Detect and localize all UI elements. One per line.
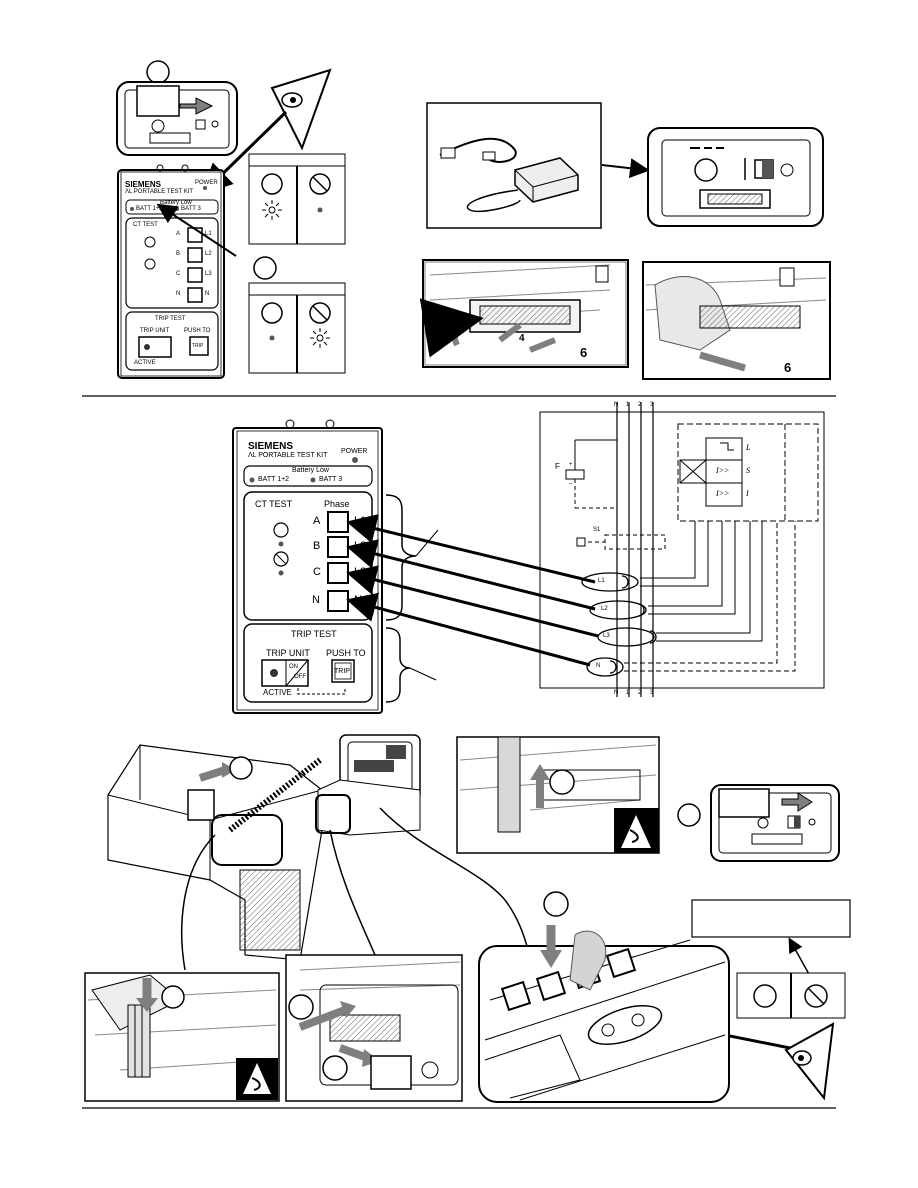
power-supply-illustration	[426, 102, 602, 229]
schematic-trip-l: L	[746, 443, 751, 452]
kit-on-breaker	[315, 734, 421, 836]
kit-small-trip-button: TRIP	[192, 343, 204, 349]
indicator-box-bottom	[736, 972, 846, 1019]
step-circle	[229, 756, 253, 780]
schematic-minus: –	[569, 481, 573, 487]
kit-small-ct-test: CT TEST	[133, 222, 158, 228]
schematic-top-n: N	[614, 402, 619, 408]
kit-small-phase-n: N	[176, 291, 181, 297]
schematic-top-3: 3	[650, 402, 654, 408]
photo-step-number-right: 6	[784, 360, 792, 375]
kit-batt2: BATT 3	[319, 476, 343, 483]
kit-code-l3: L3	[354, 566, 367, 578]
kit-small-batt2: BATT 3	[181, 206, 201, 212]
cable-connect-photo	[285, 954, 463, 1102]
kit-small-power: POWER	[195, 180, 218, 186]
schematic-trip-ii-2: I>>	[716, 489, 730, 498]
trip-test-brace	[385, 627, 411, 703]
schematic-bottom-2: 2	[638, 690, 642, 696]
kit-model: ɅL PORTABLE TEST KIT	[248, 452, 328, 459]
schematic-trip-i: I	[746, 489, 749, 498]
kit-trip-test-label: TRIP TEST	[291, 629, 337, 639]
kit-small-battery-low: Battery Low	[160, 200, 192, 206]
schematic-trip-ii-1: I>>	[716, 466, 730, 475]
kit-batt1: BATT 1+2	[258, 476, 290, 483]
schematic-ct-l3: L3	[603, 633, 610, 639]
kit-small-active: ACTIVE	[134, 360, 156, 366]
kit-phase-a: A	[313, 515, 321, 527]
ct-connection-arrows	[346, 514, 599, 667]
kit-off-label: OFF	[294, 674, 306, 680]
kit-battery-low: Battery Low	[292, 467, 329, 474]
kit-small-code-l3: L3	[205, 271, 212, 277]
kit-power-label: POWER	[341, 448, 368, 455]
connector-pull-photo	[456, 736, 660, 854]
schematic-top-1: 1	[626, 402, 630, 408]
kit-small-phase-a: A	[176, 231, 181, 237]
kit-code-l1: L1	[354, 515, 367, 527]
kit-code-n: N	[354, 594, 362, 606]
kit-code-l2: L2	[354, 540, 367, 552]
kit-phase-b: B	[313, 540, 321, 552]
indicator-box-second	[248, 256, 346, 374]
kit-on-label: ON	[289, 664, 298, 670]
schematic-bottom-n: N	[614, 690, 619, 696]
schematic-top-2: 2	[638, 402, 642, 408]
indicator-box-lit	[248, 153, 346, 245]
schematic-ct-l1: L1	[598, 578, 605, 584]
kit-small-trip-unit: TRIP UNIT	[140, 328, 170, 334]
wiring-schematic	[539, 402, 825, 697]
arrow-number-2: 2	[452, 309, 460, 324]
module-top-right	[647, 127, 824, 227]
kit-small-code-l2: L2	[205, 251, 212, 257]
eye-icon	[270, 68, 332, 151]
top-module-callout	[116, 60, 238, 156]
test-kit-small	[117, 164, 225, 379]
note-box	[691, 899, 851, 938]
schematic-bottom-3: 3	[650, 690, 654, 696]
photo-step-number: 6	[580, 345, 588, 360]
kit-small-batt1: BATT 1+2	[136, 206, 163, 212]
schematic-ct-n: N	[596, 663, 601, 669]
arrow-number-4: 4	[519, 333, 525, 344]
kit-active-label: ACTIVE	[263, 688, 292, 697]
schematic-fuse-label: F	[555, 462, 560, 471]
kit-trip-button-label: TRIP	[334, 668, 350, 675]
schematic-plus: +	[569, 462, 573, 468]
schematic-bottom-1: 1	[626, 690, 630, 696]
kit-brand: SIEMENS	[248, 441, 294, 452]
kit-small-phase-c: C	[176, 271, 181, 277]
kit-small-code-n: N	[205, 291, 210, 297]
kit-small-code-l1: L1	[205, 231, 212, 237]
kit-push-to-label: PUSH TO	[326, 648, 366, 658]
module-bottom-right	[710, 784, 840, 862]
kit-small-phase-b: B	[176, 251, 181, 257]
kit-phase-c: C	[313, 566, 321, 578]
eye-icon-bottom	[784, 1022, 835, 1101]
kit-ct-test-label: CT TEST	[255, 499, 293, 509]
schematic-ct-l2: L2	[601, 606, 608, 612]
kit-small-trip-test: TRIP TEST	[155, 316, 186, 322]
breaker-assembly	[107, 744, 323, 961]
schematic-s1: S1	[593, 527, 601, 533]
kit-rotated-photo	[478, 925, 730, 1103]
kit-phase-n: N	[312, 594, 320, 606]
kit-phase-label: Phase	[324, 499, 350, 509]
test-kit-large	[232, 419, 383, 714]
insertion-photo-right	[642, 261, 831, 380]
detail-leaders	[181, 807, 528, 971]
kit-trip-unit-label: TRIP UNIT	[266, 648, 310, 658]
schematic-trip-s: S	[746, 466, 750, 475]
kit-small-brand: SIEMENS	[125, 180, 162, 189]
insertion-photo-left	[419, 259, 629, 368]
kit-small-model: ɅL PORTABLE TEST KIT	[125, 189, 194, 195]
kit-small-push-to: PUSH TO	[184, 328, 211, 334]
